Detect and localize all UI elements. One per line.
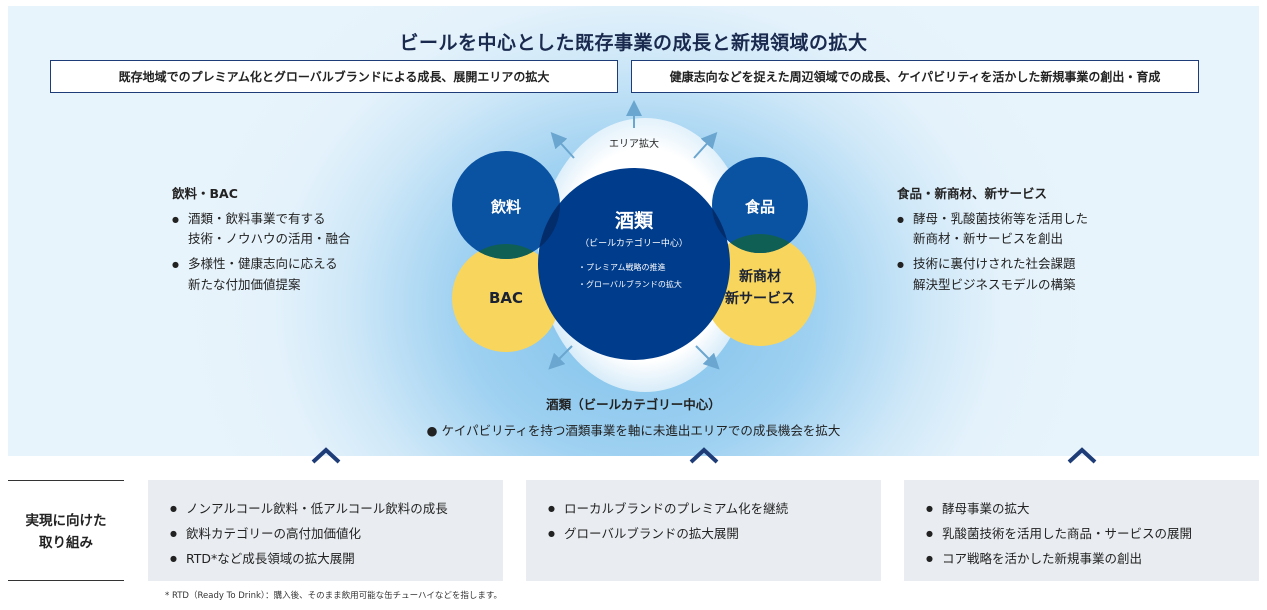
list-item-line: 新商材・新サービスを創出 (913, 231, 1064, 247)
initiative-card-drinks: ノンアルコール飲料・低アルコール飲料の成長 飲料カテゴリーの高付加価値化 RTD… (148, 480, 503, 581)
alcohol-subtitle: （ビールカテゴリー中心） (580, 237, 688, 249)
alcohol-heading: 酒類（ビールカテゴリー中心） (546, 397, 721, 412)
list-item-line: 解決型ビジネスモデルの構築 (913, 276, 1076, 292)
drinks-circle (452, 151, 560, 259)
list-item: ローカルブランドのプレミアム化を継続 (548, 496, 881, 521)
drinks-bac-heading: 飲料・BAC (172, 186, 238, 201)
list-item: コア戦略を活かした新規事業の創出 (926, 546, 1259, 571)
food-new-business-heading: 食品・新商材、新サービス (897, 186, 1048, 201)
alcohol-block: 酒類（ビールカテゴリー中心） ● ケイパビリティを持つ酒類事業を軸に未進出エリア… (0, 394, 1267, 439)
list-item-line: 技術に裏付けされた社会課題 (913, 255, 1076, 271)
initiatives-label-line: 実現に向けた (25, 513, 107, 529)
alcohol-title: 酒類 (615, 210, 654, 232)
food-new-business-block: 食品・新商材、新サービス 酵母・乳酸菌技術等を活用した 新商材・新サービスを創出… (897, 184, 1137, 299)
new-business-label-1: 新商材 (739, 268, 781, 285)
list-item-line: 酒類・飲料事業で有する (188, 210, 326, 226)
list-item: 多様性・健康志向に応える 新たな付加価値提案 (172, 254, 392, 295)
footnote: * RTD（Ready To Drink）：購入後、そのまま飲用可能な缶チューハ… (165, 591, 502, 601)
divider (8, 480, 124, 481)
drinks-label: 飲料 (490, 198, 521, 216)
initiatives-label-line: 取り組み (39, 535, 93, 552)
list-item: 技術に裏付けされた社会課題 解決型ビジネスモデルの構築 (897, 254, 1137, 295)
list-item-line: 新たな付加価値提案 (188, 276, 301, 292)
bac-circle (452, 244, 560, 352)
list-item: 飲料カテゴリーの高付加価値化 (170, 521, 503, 546)
list-item: グローバルブランドの拡大展開 (548, 521, 881, 546)
initiative-card-food: 酵母事業の拡大 乳酸菌技術を活用した商品・サービスの展開 コア戦略を活かした新規… (904, 480, 1259, 581)
page-title: ビールを中心とした既存事業の成長と新規領域の拡大 (399, 32, 868, 54)
list-item: 酵母事業の拡大 (926, 496, 1259, 521)
list-item: RTD*など成長領域の拡大展開 (170, 546, 503, 571)
list-item-line: 酵母・乳酸菌技術等を活用した (913, 210, 1089, 226)
chevron-up-icon (689, 447, 719, 464)
bac-label: BAC (489, 289, 523, 307)
list-item: 酵母・乳酸菌技術等を活用した 新商材・新サービスを創出 (897, 209, 1137, 250)
list-item-line: 多様性・健康志向に応える (188, 255, 338, 271)
list-item: 乳酸菌技術を活用した商品・サービスの展開 (926, 521, 1259, 546)
divider (8, 580, 124, 581)
new-business-label-2: 新サービス (725, 290, 795, 307)
alcohol-circle (538, 168, 730, 360)
alcohol-item-text: ケイパビリティを持つ酒類事業を軸に未進出エリアでの成長機会を拡大 (441, 423, 841, 438)
food-circle (712, 157, 808, 253)
chevron-up-icon (1067, 447, 1097, 464)
initiative-card-alcohol: ローカルブランドのプレミアム化を継続 グローバルブランドの拡大展開 (526, 480, 881, 581)
drinks-bac-block: 飲料・BAC 酒類・飲料事業で有する 技術・ノウハウの活用・融合 多様性・健康志… (172, 184, 392, 299)
new-domain-box: 健康志向などを捉えた周辺領域での成長、ケイパビリティを活かした新規事業の創出・育… (631, 60, 1199, 93)
food-label: 食品 (745, 198, 775, 216)
arrow-up-right (693, 132, 718, 159)
list-item: ノンアルコール飲料・低アルコール飲料の成長 (170, 496, 503, 521)
arrow-down-right (695, 345, 720, 370)
chevron-up-icon (311, 447, 341, 464)
list-item-line: 技術・ノウハウの活用・融合 (188, 231, 351, 247)
alcohol-bullet-1: ・プレミアム戦略の推進 (578, 262, 665, 272)
arrow-down-left (548, 345, 573, 370)
business-domain-diagram: エリア拡大 飲料 食品 BAC 新商材 新サービス 酒類 （ビールカテゴリー中心… (452, 100, 816, 370)
alcohol-item: ● ケイパビリティを持つ酒類事業を軸に未進出エリアでの成長機会を拡大 (426, 423, 841, 438)
alcohol-bullet-2: ・グローバルブランドの拡大 (578, 279, 682, 289)
new-business-circle (704, 234, 816, 346)
arrow-up-left (550, 132, 575, 159)
list-item: 酒類・飲料事業で有する 技術・ノウハウの活用・融合 (172, 209, 392, 250)
existing-growth-box: 既存地域でのプレミアム化とグローバルブランドによる成長、展開エリアの拡大 (50, 60, 618, 93)
area-expansion-label: エリア拡大 (609, 137, 659, 150)
initiatives-label: 実現に向けた 取り組み (8, 510, 124, 555)
